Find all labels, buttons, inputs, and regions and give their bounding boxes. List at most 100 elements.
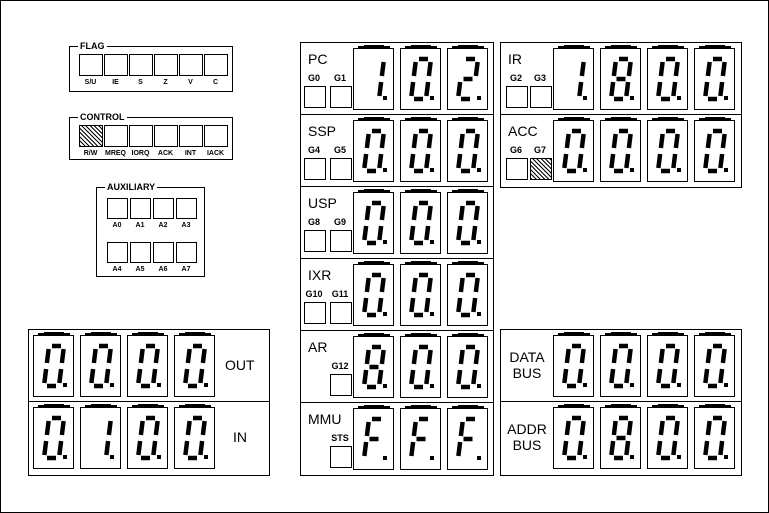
aux-led-a5 (130, 242, 151, 263)
flag-led-s (129, 54, 153, 76)
usp-gate-led-g8 (304, 230, 326, 252)
digit-tab (451, 117, 484, 121)
digit-tab (698, 332, 731, 336)
digit-tab (404, 189, 437, 193)
aux-led-a2 (153, 198, 174, 219)
digit-tab (131, 332, 164, 336)
digit-tab (557, 404, 590, 408)
digit-tab (651, 332, 684, 336)
ar-digit-1 (400, 333, 441, 398)
control-label: IACK (206, 150, 225, 157)
data-bus-digit-3 (694, 332, 735, 397)
aux-label: A1 (135, 222, 145, 229)
register-separator (300, 402, 493, 403)
flag-label: C (212, 79, 219, 86)
ar-digit-2 (447, 333, 488, 398)
flag-label: IE (112, 79, 119, 86)
control-group: CONTROL (69, 110, 233, 160)
pc-digit-1 (400, 45, 441, 110)
control-title: CONTROL (78, 110, 127, 124)
ixr-gate-led-g10 (304, 302, 326, 324)
addr-bus-digit-0 (553, 404, 594, 469)
aux-label: A6 (158, 266, 168, 273)
digit-tab (604, 332, 637, 336)
digit-tab (451, 405, 484, 409)
addr-bus-name: BUS (512, 437, 542, 453)
digit-tab (557, 117, 590, 121)
acc-gate-label: G7 (533, 145, 546, 155)
ir-digit-2 (647, 45, 688, 110)
register-separator (300, 258, 493, 259)
flag-led-z (154, 54, 178, 76)
ssp-gate-led-g5 (330, 158, 352, 180)
register-separator (300, 186, 493, 187)
control-led-int (179, 125, 203, 147)
digit-tab (357, 45, 390, 49)
control-led-iorq (129, 125, 153, 147)
digit-tab (451, 45, 484, 49)
digit-tab (404, 261, 437, 265)
mmu-gate-label: STS (331, 433, 349, 443)
digit-tab (604, 117, 637, 121)
aux-label: A4 (112, 266, 122, 273)
ssp-digit-1 (400, 117, 441, 182)
pc-name: PC (308, 51, 328, 67)
flag-label: S (138, 79, 143, 86)
mmu-digit-0 (353, 405, 394, 470)
usp-digit-0 (353, 189, 394, 254)
out-digit-3 (174, 332, 215, 397)
ir-digit-0 (553, 45, 594, 110)
ar-digit-0 (353, 333, 394, 398)
ixr-digit-1 (400, 261, 441, 326)
acc-digit-1 (600, 117, 641, 182)
digit-tab (357, 261, 390, 265)
digit-tab (557, 332, 590, 336)
mmu-digit-1 (400, 405, 441, 470)
digit-tab (698, 45, 731, 49)
usp-name: USP (308, 195, 337, 211)
flag-label: S/U (84, 79, 97, 86)
control-label: IORQ (131, 150, 150, 157)
out-digit-0 (33, 332, 74, 397)
ixr-gate-led-g11 (330, 302, 352, 324)
control-led-mreq (104, 125, 128, 147)
digit-tab (357, 405, 390, 409)
aux-led-a0 (107, 198, 128, 219)
control-label: ACK (157, 150, 174, 157)
auxiliary-title: AUXILIARY (105, 180, 158, 194)
ixr-name: IXR (308, 267, 332, 283)
acc-digit-2 (647, 117, 688, 182)
usp-digit-2 (447, 189, 488, 254)
digit-tab (357, 189, 390, 193)
io-panel (28, 329, 270, 476)
aux-led-a6 (153, 242, 174, 263)
digit-tab (451, 333, 484, 337)
acc-gate-label: G6 (509, 145, 522, 155)
out-name: OUT (225, 357, 255, 373)
flag-label: V (188, 79, 193, 86)
in-digit-3 (174, 404, 215, 469)
digit-tab (604, 45, 637, 49)
digit-tab (178, 332, 211, 336)
pc-gate-label: G0 (307, 73, 320, 83)
digit-tab (357, 117, 390, 121)
ssp-name: SSP (308, 123, 337, 139)
mmu-digit-2 (447, 405, 488, 470)
ir-acc-panel (500, 42, 742, 188)
digit-tab (404, 333, 437, 337)
flag-title: FLAG (78, 39, 107, 53)
digit-tab (37, 404, 70, 408)
ssp-digit-2 (447, 117, 488, 182)
aux-label: A3 (181, 222, 191, 229)
ixr-digit-0 (353, 261, 394, 326)
out-digit-2 (127, 332, 168, 397)
ir-gate-label: G3 (533, 73, 546, 83)
digit-tab (604, 404, 637, 408)
aux-label: A2 (158, 222, 168, 229)
data-bus-digit-2 (647, 332, 688, 397)
ixr-digit-2 (447, 261, 488, 326)
out-digit-1 (80, 332, 121, 397)
register-separator (300, 114, 493, 115)
digit-tab (404, 45, 437, 49)
ir-gate-label: G2 (509, 73, 522, 83)
